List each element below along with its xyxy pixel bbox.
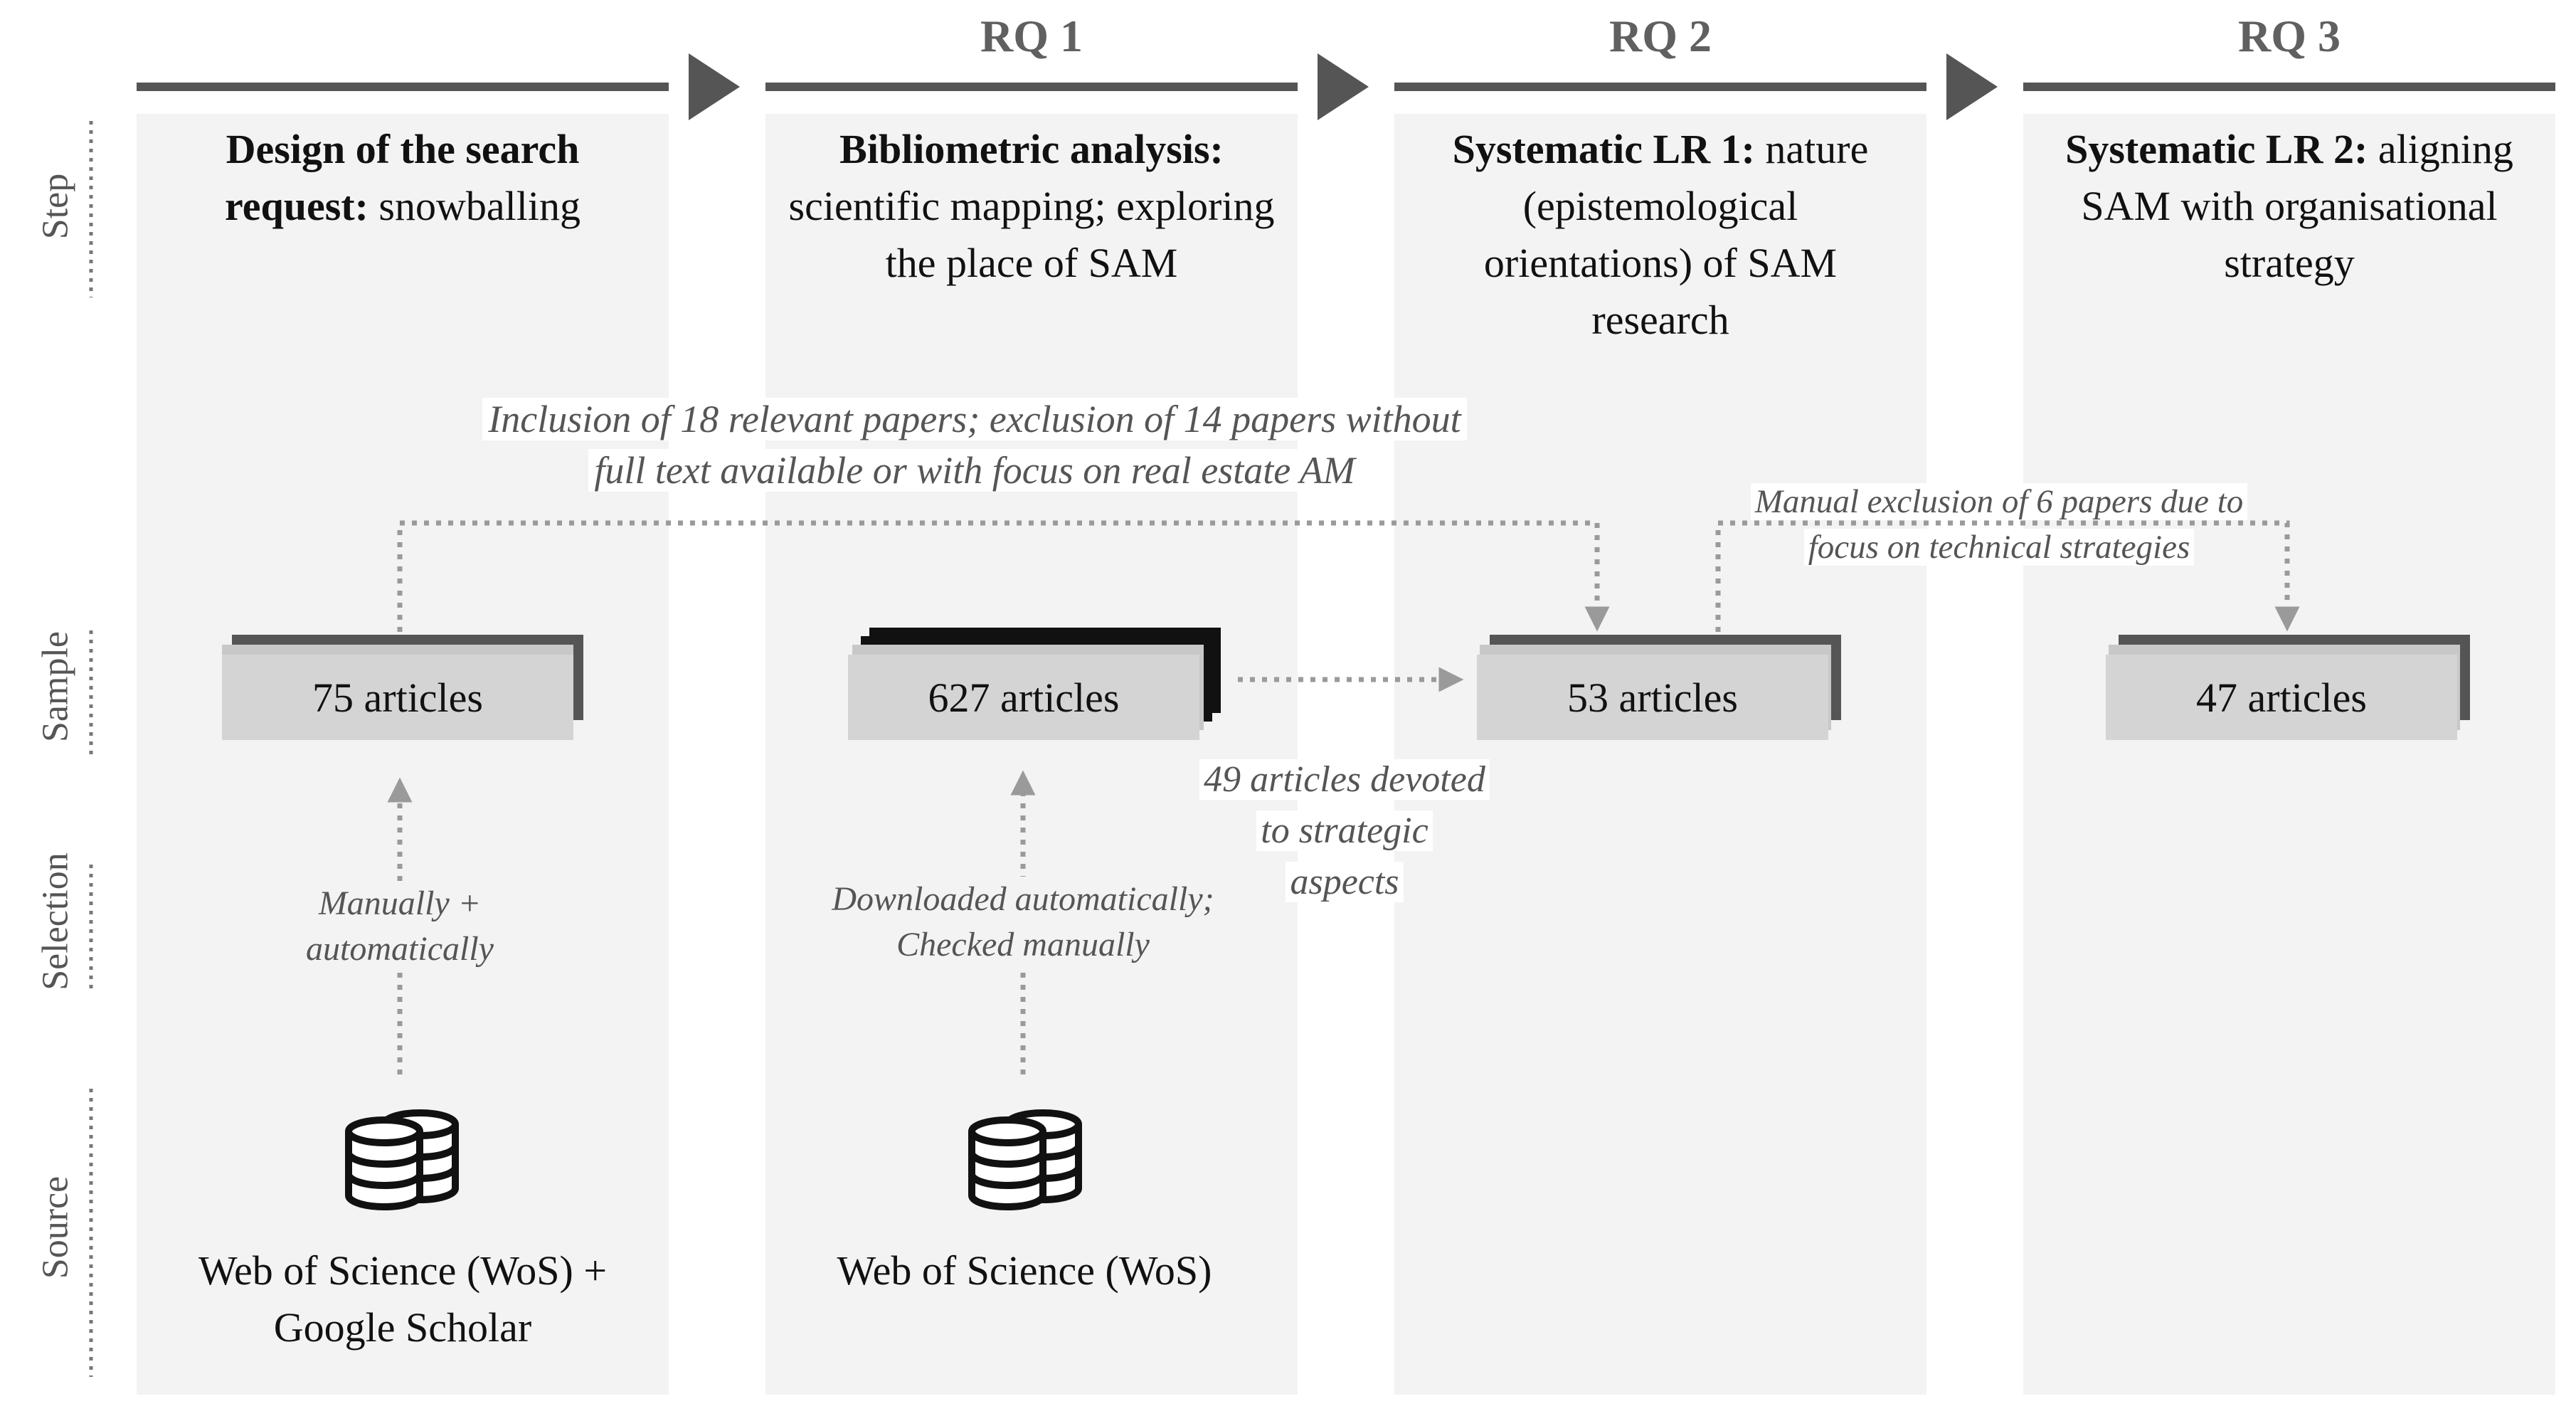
devoted-line-2: to strategic	[1256, 810, 1433, 851]
header-rq1: RQ 1	[980, 11, 1083, 61]
inclusion-annotation: Inclusion of 18 relevant papers; exclusi…	[470, 393, 1480, 496]
header-rq2: RQ 2	[1609, 11, 1712, 61]
source-2-line-1: Web of Science (WoS)	[837, 1247, 1212, 1294]
selection-1-annotation: Manually + automatically	[272, 881, 528, 972]
devoted-annotation: 49 articles devoted to strategic aspects	[1195, 754, 1494, 908]
step-2-text: Bibliometric analysis: scientific mappin…	[765, 121, 1298, 292]
manual-exclusion-line-2: focus on technical strategies	[1803, 529, 2195, 566]
devoted-line-1: 49 articles devoted	[1199, 759, 1490, 800]
source-1-line-2: Google Scholar	[273, 1304, 532, 1351]
source-2-label: Web of Science (WoS)	[758, 1242, 1290, 1299]
manual-exclusion-line-1: Manual exclusion of 6 papers due to	[1750, 483, 2248, 520]
source-1-label: Web of Science (WoS) + Google Scholar	[137, 1242, 669, 1356]
column-4	[2023, 114, 2555, 1395]
stage-arrow-1	[689, 53, 740, 120]
source-1-line-1: Web of Science (WoS) +	[198, 1247, 608, 1294]
step-2-rest: scientific mapping; exploring the place …	[788, 183, 1275, 286]
step-4-bold: Systematic LR 2:	[2065, 126, 2368, 172]
step-2-bold: Bibliometric analysis:	[839, 126, 1224, 172]
devoted-line-3: aspects	[1286, 862, 1404, 902]
arrow-75-to-53	[397, 520, 1610, 632]
column-3	[1394, 114, 1926, 1395]
header-bars	[137, 53, 2555, 120]
database-icon	[968, 1109, 1082, 1210]
stage-arrow-3	[1946, 53, 1998, 120]
step-3-text: Systematic LR 1: nature (epistemological…	[1394, 121, 1926, 349]
step-4-text: Systematic LR 2: aligning SAM with organ…	[2023, 121, 2555, 292]
manual-exclusion-annotation: Manual exclusion of 6 papers due to focu…	[1736, 479, 2262, 570]
step-1-bold: Design of the search request:	[225, 126, 580, 229]
step-4-rest: aligning SAM with organisational strateg…	[2081, 126, 2513, 286]
row-label-sample: Sample	[35, 631, 76, 742]
header-rq3: RQ 3	[2238, 11, 2341, 61]
step-3-rest: nature (epistemological orientations) of…	[1483, 126, 1869, 343]
step-1-text: Design of the search request: snowballin…	[137, 121, 669, 235]
step-1-rest: snowballing	[368, 183, 581, 229]
arrow-53-to-47	[1715, 520, 2300, 632]
selection-2-annotation: Downloaded automatically; Checked manual…	[810, 877, 1236, 968]
selection-1-line-2: automatically	[306, 930, 494, 968]
inclusion-line-1: Inclusion of 18 relevant papers; exclusi…	[482, 398, 1467, 440]
sample-box-47: 47 articles	[2106, 655, 2457, 740]
row-label-step: Step	[35, 173, 76, 240]
stage-arrow-2	[1318, 53, 1369, 120]
sample-box-627: 627 articles	[848, 655, 1199, 740]
selection-2-line-2: Checked manually	[896, 926, 1150, 963]
sample-box-75: 75 articles	[222, 655, 573, 740]
row-label-selection: Selection	[35, 852, 76, 991]
selection-2-line-1: Downloaded automatically;	[832, 880, 1214, 918]
inclusion-line-2: full text available or with focus on rea…	[588, 449, 1361, 492]
step-3-bold: Systematic LR 1:	[1452, 126, 1755, 172]
sample-box-53: 53 articles	[1477, 655, 1828, 740]
selection-1-line-1: Manually +	[318, 884, 482, 922]
database-icon	[345, 1109, 459, 1210]
row-label-source: Source	[35, 1176, 76, 1279]
